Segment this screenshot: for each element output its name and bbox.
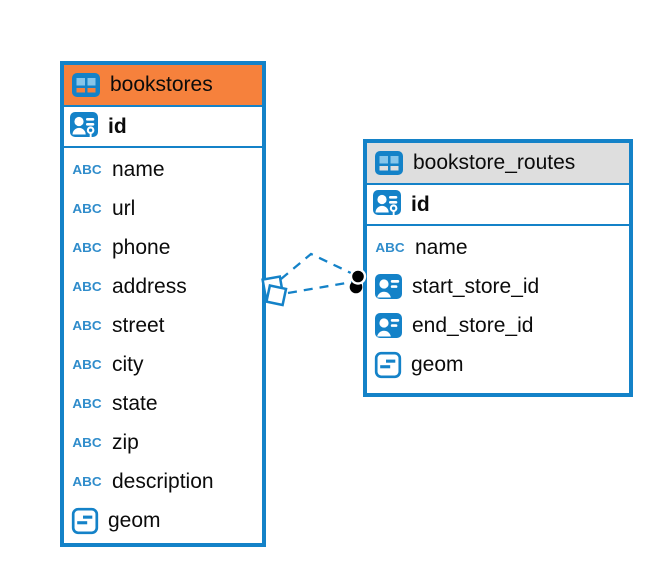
relationship-line-lower[interactable] (287, 280, 353, 295)
column-row[interactable]: geom (367, 345, 629, 384)
pk-row-id[interactable]: id (367, 185, 629, 226)
columns-section: ABC name ABC url ABC phone ABC address A… (64, 148, 262, 540)
columns-section: ABC name start_store_id (367, 226, 629, 384)
table-grid-icon (374, 150, 404, 176)
primary-key-icon (372, 189, 403, 220)
column-name: start_store_id (412, 274, 540, 298)
column-row[interactable]: end_store_id (367, 306, 629, 345)
column-name: address (112, 274, 187, 298)
reference-id-icon (374, 273, 403, 300)
column-row[interactable]: ABC name (64, 150, 262, 189)
column-name: name (112, 157, 165, 181)
column-name: geom (411, 352, 464, 376)
column-row[interactable]: ABC phone (64, 228, 262, 267)
varchar-type-icon: ABC (72, 396, 102, 411)
column-row[interactable]: ABC url (64, 189, 262, 228)
diamond-end-marker[interactable] (261, 275, 288, 307)
column-name: name (415, 235, 468, 259)
geometry-type-icon (71, 507, 99, 535)
varchar-type-icon: ABC (72, 240, 102, 255)
column-row[interactable]: ABC description (64, 462, 262, 501)
varchar-type-icon: ABC (375, 240, 405, 255)
column-row[interactable]: ABC name (367, 228, 629, 267)
reference-id-icon (374, 312, 403, 339)
table-bookstores[interactable]: bookstores id ABC (60, 61, 266, 547)
table-bookstore-routes-header[interactable]: bookstore_routes (367, 143, 629, 185)
geometry-type-icon (374, 351, 402, 379)
column-name: state (112, 391, 158, 415)
column-name: url (112, 196, 136, 220)
column-row[interactable]: ABC address (64, 267, 262, 306)
varchar-type-icon: ABC (72, 318, 102, 333)
varchar-type-icon: ABC (72, 279, 102, 294)
varchar-type-icon: ABC (72, 474, 102, 489)
column-name: zip (112, 430, 139, 454)
table-bookstores-header[interactable]: bookstores (64, 65, 262, 107)
table-name: bookstores (110, 73, 213, 96)
column-row[interactable]: start_store_id (367, 267, 629, 306)
column-name: phone (112, 235, 171, 259)
table-name: bookstore_routes (413, 151, 576, 174)
column-row[interactable]: ABC street (64, 306, 262, 345)
column-row[interactable]: geom (64, 501, 262, 540)
pk-row-id[interactable]: id (64, 107, 262, 148)
column-name: geom (108, 508, 161, 532)
column-row[interactable]: ABC state (64, 384, 262, 423)
column-name: street (112, 313, 165, 337)
column-row[interactable]: ABC city (64, 345, 262, 384)
varchar-type-icon: ABC (72, 435, 102, 450)
column-row[interactable]: ABC zip (64, 423, 262, 462)
relationship-line-upper[interactable] (280, 252, 354, 280)
varchar-type-icon: ABC (72, 162, 102, 177)
column-name: city (112, 352, 144, 376)
column-name: id (108, 114, 127, 138)
column-name: description (112, 469, 214, 493)
primary-key-icon (69, 111, 100, 142)
column-name: end_store_id (412, 313, 534, 337)
table-bookstore-routes[interactable]: bookstore_routes id ABC (363, 139, 633, 397)
table-grid-icon (71, 72, 101, 98)
column-name: id (411, 192, 430, 216)
varchar-type-icon: ABC (72, 201, 102, 216)
varchar-type-icon: ABC (72, 357, 102, 372)
